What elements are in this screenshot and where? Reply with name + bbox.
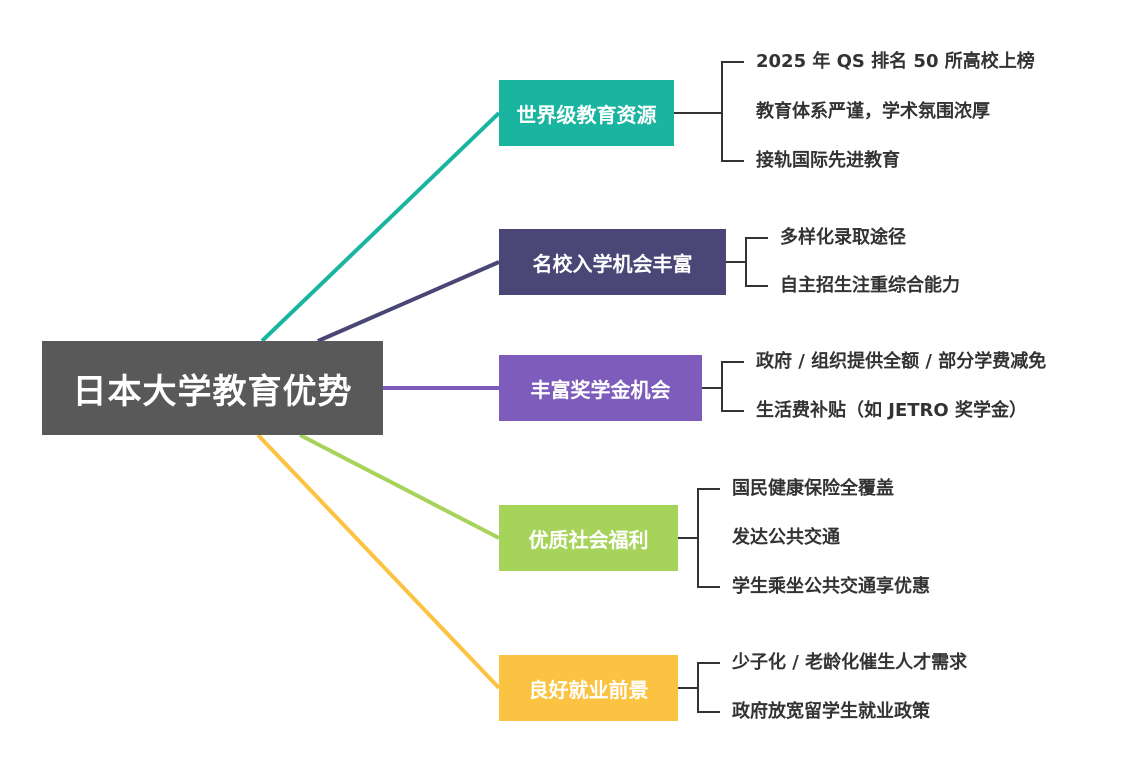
list-item: 国民健康保险全覆盖 [732, 478, 894, 499]
bracket-branch-5 [678, 662, 720, 713]
list-item: 2025 年 QS 排名 50 所高校上榜 [756, 51, 1035, 72]
list-item: 政府 / 组织提供全额 / 部分学费减免 [756, 351, 1047, 372]
list-item: 少子化 / 老龄化催生人才需求 [732, 652, 968, 673]
connector-branch-2 [317, 260, 500, 343]
bracket-branch-4 [678, 488, 720, 588]
list-item: 生活费补贴（如 JETRO 奖学金） [756, 400, 1027, 421]
list-item: 接轨国际先进教育 [756, 150, 900, 171]
bracket-branch-1 [674, 61, 744, 162]
list-item: 多样化录取途径 [780, 227, 906, 248]
bracket-branch-2 [726, 237, 768, 287]
list-item: 发达公共交通 [732, 527, 840, 548]
branch-world-class-education: 世界级教育资源 [499, 80, 674, 146]
branch-social-welfare: 优质社会福利 [499, 505, 678, 571]
connector-branch-1 [260, 111, 501, 343]
branch-admission-opportunities: 名校入学机会丰富 [499, 229, 726, 295]
connector-branch-4 [299, 433, 500, 540]
root-node: 日本大学教育优势 [42, 341, 383, 435]
list-item: 政府放宽留学生就业政策 [732, 701, 930, 722]
branch-employment-prospects: 良好就业前景 [499, 655, 678, 721]
list-item: 教育体系严谨，学术氛围浓厚 [756, 101, 990, 122]
bracket-branch-3 [702, 361, 744, 412]
connector-branch-5 [256, 433, 501, 690]
list-item: 自主招生注重综合能力 [780, 275, 960, 296]
list-item: 学生乘坐公共交通享优惠 [732, 576, 930, 597]
branch-scholarships: 丰富奖学金机会 [499, 355, 702, 421]
